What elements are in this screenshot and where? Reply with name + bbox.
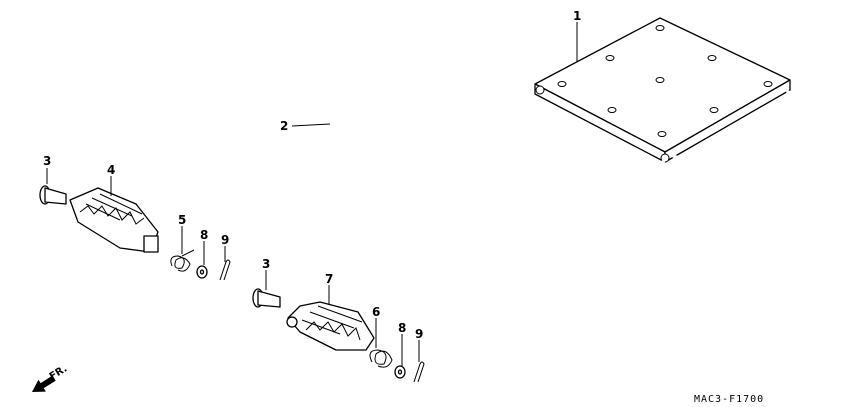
callout-footpeg-left: 4: [107, 163, 115, 177]
callout-spring-right: 6: [372, 305, 380, 319]
stand-part: [491, 17, 829, 397]
bolt-left-part: [39, 185, 67, 205]
callout-pin-left: 9: [221, 233, 229, 247]
callout-stand: 1: [573, 9, 581, 23]
callout-footpeg-right: 7: [325, 272, 333, 286]
pin-right-part: [413, 361, 425, 383]
diagram-code: MAC3-F1700: [694, 394, 764, 405]
leader-lines: [46, 22, 578, 366]
callout-spring-left: 5: [178, 213, 186, 227]
front-arrow-icon: [32, 375, 56, 392]
pin-left-part: [219, 259, 231, 281]
bolt-right-part: [252, 288, 281, 308]
front-label: FR.: [48, 363, 70, 382]
callout-triangle: 2: [280, 119, 288, 133]
callout-bolt-right: 3: [262, 257, 270, 271]
callout-washer-left: 8: [200, 228, 208, 242]
triangle-frame-part: [294, 16, 412, 257]
callout-bolt-left: 3: [43, 154, 51, 168]
spring-left-part: [170, 249, 195, 272]
washer-left-part: [196, 265, 208, 279]
washer-right-part: [394, 365, 406, 379]
footpeg-right-part: [286, 301, 375, 351]
footpeg-left-part: [69, 187, 159, 253]
spring-right-part: [369, 349, 393, 368]
callout-pin-right: 9: [415, 327, 423, 341]
callout-washer-right: 8: [398, 321, 406, 335]
